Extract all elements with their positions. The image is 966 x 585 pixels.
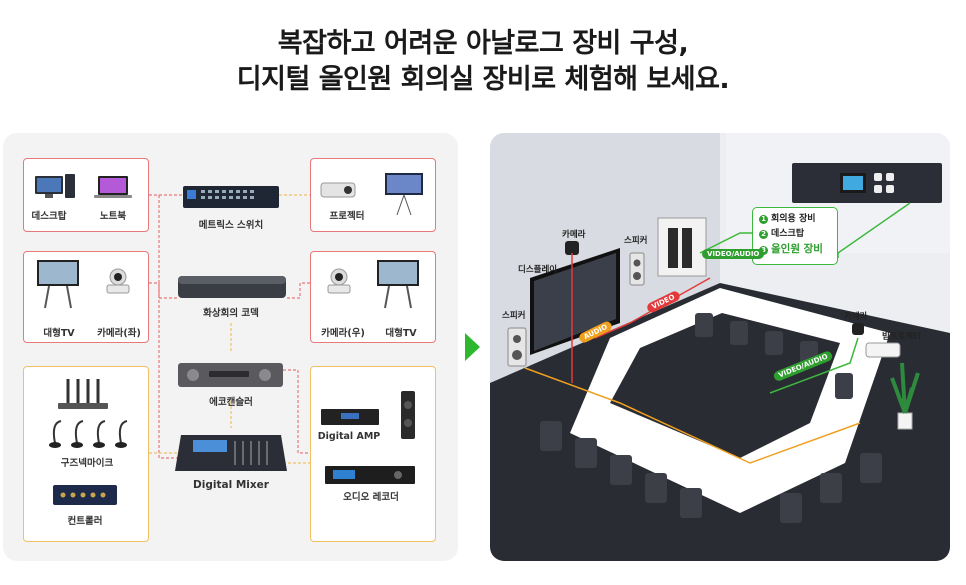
room-label-beam-projector: 빔프로젝터 <box>882 332 922 342</box>
label-projector: 프로젝터 <box>329 211 365 222</box>
notebook-icon <box>94 176 132 198</box>
headline-line-2: 디지털 올인원 회의실 장비로 체험해 보세요. <box>236 64 730 95</box>
audio-recorder-icon <box>325 466 415 484</box>
legacy-equipment-panel: 데스크탑 노트북 메트릭스 스위치 프로젝터 대형TV 카메라(좌) 화상회의 … <box>3 133 458 561</box>
label-echo-canceller: 에코캔슬러 <box>209 397 253 408</box>
label-desktop: 데스크탑 <box>31 211 67 222</box>
mic-group-box <box>23 366 149 542</box>
large-tv-right-icon <box>377 260 419 309</box>
label-camera-right: 카메라(우) <box>321 328 365 339</box>
label-camera-left: 카메라(좌) <box>97 328 141 339</box>
video-codec-icon <box>178 276 286 298</box>
device-illustrations <box>35 173 423 505</box>
floor-speaker-icon <box>401 391 415 439</box>
label-digital-amp: Digital AMP <box>317 431 381 442</box>
projector-icon <box>320 182 356 198</box>
label-tv-left: 대형TV <box>43 328 75 339</box>
camera-right-icon <box>327 268 351 294</box>
room-label-display: 디스플레이 <box>518 265 558 275</box>
label-controller: 컨트롤러 <box>67 516 103 527</box>
room-label-camera-right: 카메라 <box>844 312 868 322</box>
label-digital-mixer: Digital Mixer <box>193 479 269 491</box>
camera-left-icon <box>106 268 130 294</box>
digital-mixer-icon <box>175 435 287 471</box>
headline-line-1: 복잡하고 어려운 아날로그 장비 구성, <box>277 28 689 59</box>
desktop-icon <box>35 174 75 198</box>
matrix-switch-icon <box>183 186 279 208</box>
room-label-speaker-left: 스피커 <box>502 311 526 321</box>
meeting-room-illustration <box>490 133 950 561</box>
large-tv-left-icon <box>37 260 79 309</box>
projection-screen-icon <box>385 173 423 216</box>
legend-number-icon: 3 <box>759 246 768 255</box>
headline: 복잡하고 어려운 아날로그 장비 구성, 디지털 올인원 회의실 장비로 체험해… <box>0 26 966 98</box>
digital-amp-icon <box>321 409 379 425</box>
gooseneck-mic-icon <box>49 379 128 448</box>
label-tv-right: 대형TV <box>385 328 417 339</box>
room-label-camera-top: 카메라 <box>562 230 586 240</box>
legend-number-icon: 2 <box>759 230 768 239</box>
label-audio-recorder: 오디오 레코더 <box>343 492 399 503</box>
label-gooseneck-mic: 구즈넥마이크 <box>60 458 114 469</box>
label-notebook: 노트북 <box>99 211 127 222</box>
room-label-speaker-top: 스피커 <box>624 236 648 246</box>
legend-number-icon: 1 <box>759 215 768 224</box>
controller-icon <box>53 485 117 505</box>
echo-canceller-icon <box>178 363 283 387</box>
tag-video-audio-top: VIDEO/AUDIO <box>702 249 765 259</box>
transition-arrow-icon <box>465 333 480 361</box>
label-matrix-switch: 메트릭스 스위치 <box>198 220 264 231</box>
label-codec: 화상회의 코덱 <box>203 308 259 319</box>
